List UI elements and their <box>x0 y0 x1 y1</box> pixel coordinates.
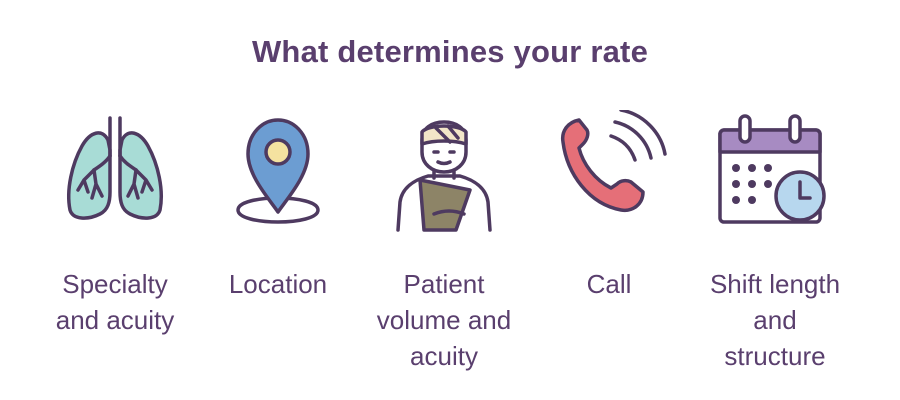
lungs-icon <box>67 116 163 220</box>
factor-location: Location <box>183 110 373 299</box>
factor-shift-length: Shift length and structure <box>680 110 870 371</box>
factor-label: Shift length and structure <box>709 269 841 371</box>
phone-call-icon <box>560 110 667 213</box>
page-title: What determines your rate <box>251 34 649 69</box>
patient-icon <box>396 120 492 232</box>
factor-specialty-acuity: Specialty and acuity <box>20 110 210 335</box>
location-pin-icon <box>236 118 320 224</box>
factor-label: Patient volume and acuity <box>376 269 512 371</box>
factor-label: Specialty and acuity <box>55 269 175 335</box>
factor-label: Location <box>228 269 328 299</box>
calendar-clock-icon <box>718 114 826 224</box>
factor-label: Call <box>586 269 632 299</box>
factor-call: Call <box>514 110 704 299</box>
factor-patient-volume: Patient volume and acuity <box>349 110 539 371</box>
